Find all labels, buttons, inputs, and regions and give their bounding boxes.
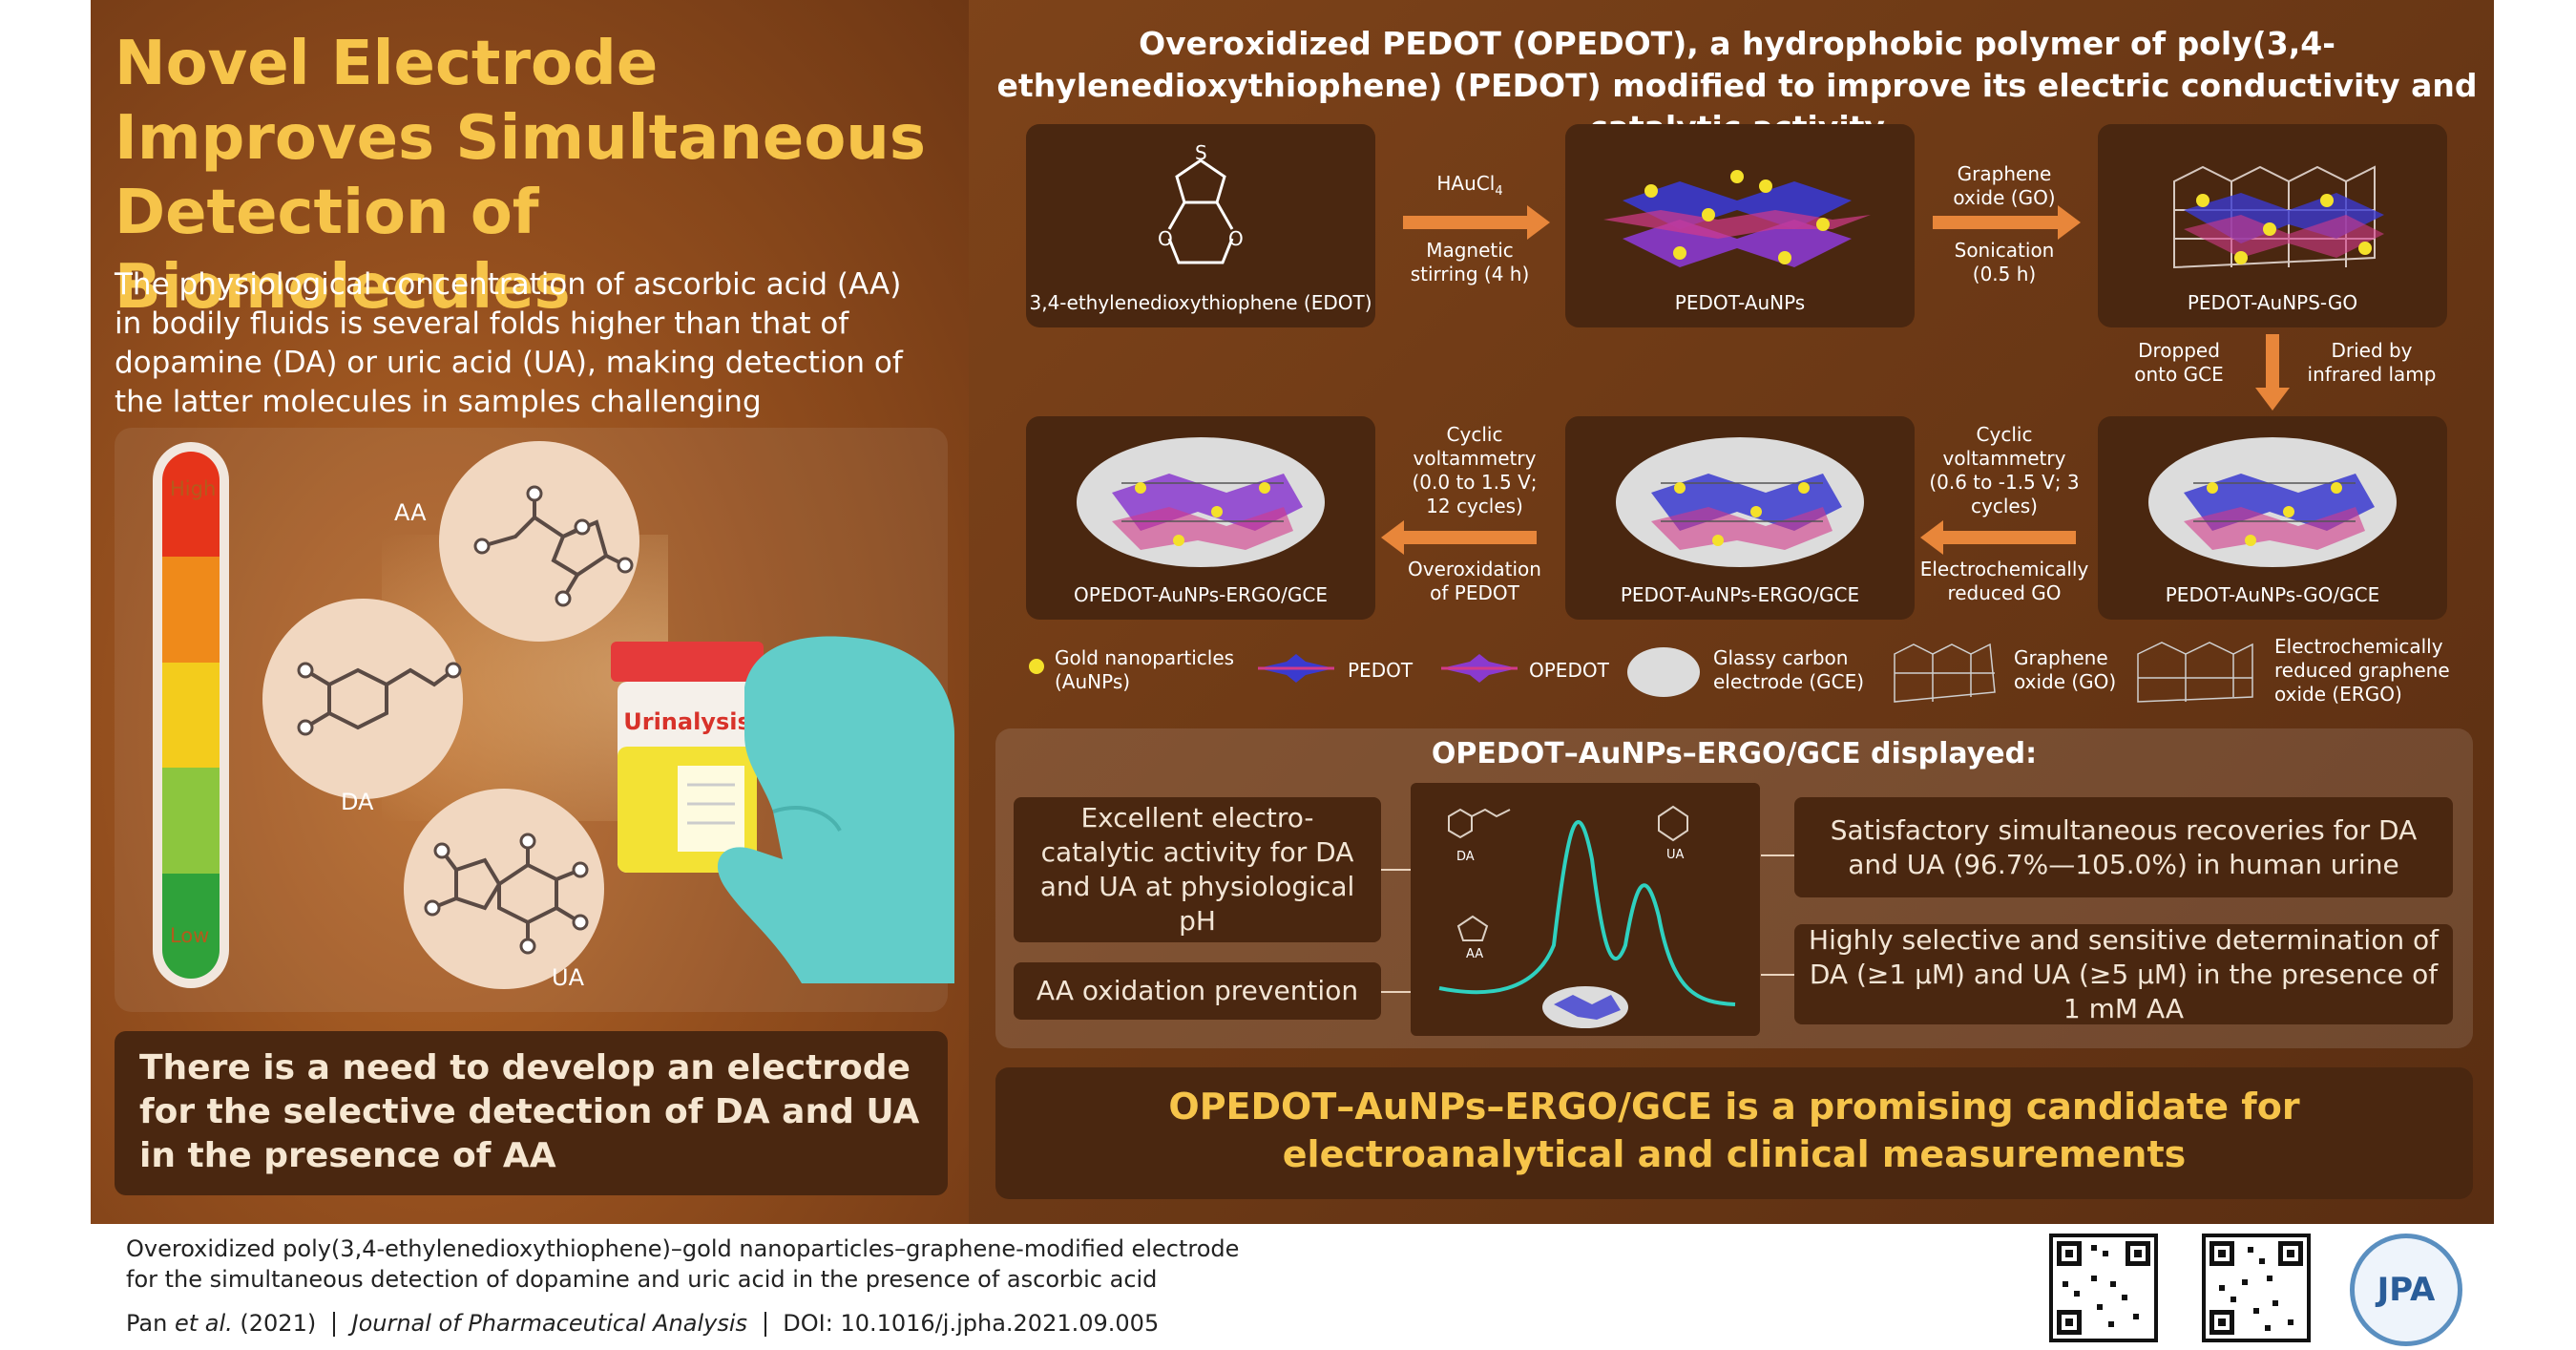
condition-ergo: Electrochemically reduced GO	[1919, 558, 2089, 604]
condition-dried: Dried by infrared lamp	[2307, 339, 2437, 386]
arrowhead-1	[1527, 205, 1550, 240]
condition-cv2: Cyclic voltammetry (0.0 to 1.5 V; 12 cyc…	[1412, 423, 1538, 517]
da-label: DA	[341, 789, 374, 815]
conclusion: OPEDOT–AuNPs–ERGO/GCE is a promising can…	[995, 1067, 2473, 1199]
legend-opedot: OPEDOT	[1529, 659, 1609, 682]
arrow-1	[1403, 216, 1532, 229]
scale-high-label: High	[170, 477, 217, 500]
pedot-icon	[1258, 654, 1334, 683]
ua-molecule	[404, 789, 604, 989]
arrow-2	[1933, 216, 2062, 229]
aa-label: AA	[394, 499, 427, 526]
citation-title: Overoxidized poly(3,4-ethylenedioxythiop…	[126, 1234, 1367, 1295]
step-pedot-aunps-go: PEDOT-AuNPS-GO	[2098, 124, 2447, 327]
gloved-hand	[668, 573, 954, 983]
property-selectivity: Highly selective and sensitive determina…	[1794, 924, 2453, 1024]
citation-journal: Journal of Pharmaceutical Analysis	[351, 1310, 748, 1337]
citation-authors: Pan	[126, 1310, 168, 1337]
citation-doi[interactable]: DOI: 10.1016/j.jpha.2021.09.005	[783, 1310, 1160, 1337]
gce-icon	[1627, 647, 1700, 697]
gold-np-icon	[1029, 659, 1044, 674]
legend-pedot: PEDOT	[1348, 659, 1414, 682]
condition-go: Graphene oxide (GO)	[1953, 162, 2056, 209]
arrowhead-down	[2255, 388, 2290, 411]
main-title: Novel Electrode Improves Simultaneous De…	[115, 29, 926, 323]
intro-text: The physiological concentration of ascor…	[115, 267, 903, 419]
step-pedot-aunps-go-label: PEDOT-AuNPS-GO	[2187, 291, 2358, 314]
scale-low-label: Low	[170, 924, 210, 947]
condition-haucl4: HAuCl4	[1436, 172, 1503, 199]
separator	[764, 1312, 766, 1337]
go-icon	[1885, 635, 2004, 711]
step-pedot-go-gce-label: PEDOT-AuNPs-GO/GCE	[2165, 583, 2380, 606]
condition-sonication: Sonication (0.5 h)	[1954, 239, 2055, 285]
condition-cv1: Cyclic voltammetry (0.6 to -1.5 V; 3 cyc…	[1929, 423, 2080, 517]
citation-year: (2021)	[240, 1310, 317, 1337]
step-edot-label: 3,4-ethylenedioxythiophene (EDOT)	[1029, 291, 1372, 314]
right-title: Overoxidized PEDOT (OPEDOT), a hydrophob…	[996, 25, 2478, 146]
opedot-icon	[1441, 654, 1518, 683]
aa-molecule	[439, 441, 639, 642]
legend-gce: Glassy carbon electrode (GCE)	[1713, 646, 1865, 693]
displayed-title: OPEDOT–AuNPs–ERGO/GCE displayed:	[1431, 737, 2038, 770]
ergo-icon	[2128, 635, 2262, 711]
citation-line-2: for the simultaneous detection of dopami…	[126, 1266, 1158, 1293]
step-pedot-aunps-go-gce: PEDOT-AuNPs-GO/GCE	[2098, 416, 2447, 620]
arrow-3	[1942, 531, 2076, 544]
arrow-down	[2266, 334, 2279, 391]
arrowhead-4	[1381, 520, 1404, 555]
property-recoveries: Satisfactory simultaneous recoveries for…	[1794, 797, 2453, 897]
arrow-4	[1403, 531, 1537, 544]
citation-etal: et al.	[174, 1310, 233, 1337]
legend-ergo: Electrochemically reduced graphene oxide…	[2274, 635, 2450, 706]
edot-o-atom-right: O	[1228, 227, 1244, 250]
condition-overox: Overoxidation of PEDOT	[1408, 558, 1541, 604]
step-pedot-aunps-ergo-gce: PEDOT-AuNPs-ERGO/GCE	[1565, 416, 1915, 620]
property-aa-prevention: AA oxidation prevention	[1014, 962, 1381, 1020]
da-molecule	[262, 599, 463, 799]
citation-meta: Pan et al. (2021) Journal of Pharmaceuti…	[126, 1310, 1159, 1337]
graph-aa-label: AA	[1466, 947, 1484, 961]
step-pedot-aunps: PEDOT-AuNPs	[1565, 124, 1915, 327]
property-catalytic: Excellent electro-catalytic activity for…	[1014, 797, 1381, 942]
step-edot: S O O 3,4-ethylenedioxythiophene (EDOT)	[1026, 124, 1375, 327]
need-statement: There is a need to develop an electrode …	[115, 1031, 948, 1195]
connector-2	[1381, 991, 1412, 993]
urinalysis-label: Urinalysis	[623, 708, 751, 735]
graph-da-label: DA	[1456, 850, 1475, 864]
edot-s-atom: S	[1195, 141, 1207, 164]
step-pedot-ergo-label: PEDOT-AuNPs-ERGO/GCE	[1620, 583, 1860, 606]
connector-4	[1761, 974, 1794, 976]
edot-o-atom-left: O	[1158, 227, 1173, 250]
condition-dropped: Dropped onto GCE	[2134, 339, 2224, 386]
journal-seal-logo: JPA	[2350, 1234, 2462, 1346]
connector-3	[1761, 854, 1794, 856]
urinalysis-cup: Urinalysis	[606, 642, 768, 880]
condition-magnetic: Magnetic stirring (4 h)	[1410, 239, 1530, 285]
qr-code-1[interactable]	[2049, 1234, 2158, 1342]
voltammogram-graphic: DA UA AA	[1411, 783, 1760, 1036]
step-pedot-aunps-label: PEDOT-AuNPs	[1674, 291, 1806, 314]
legend-gold: Gold nanoparticles (AuNPs)	[1055, 646, 1235, 693]
arrowhead-2	[2058, 205, 2081, 240]
connector-1	[1381, 869, 1412, 871]
citation-line-1: Overoxidized poly(3,4-ethylenedioxythiop…	[126, 1235, 1240, 1262]
step-opedot-label: OPEDOT-AuNPs-ERGO/GCE	[1073, 583, 1328, 606]
separator	[332, 1312, 335, 1337]
qr-code-2[interactable]	[2202, 1234, 2311, 1342]
legend-go: Graphene oxide (GO)	[2014, 646, 2117, 693]
concentration-scale	[153, 442, 229, 988]
ua-label: UA	[552, 964, 584, 991]
step-opedot-aunps-ergo-gce: OPEDOT-AuNPs-ERGO/GCE	[1026, 416, 1375, 620]
graph-ua-label: UA	[1666, 848, 1685, 862]
arrowhead-3	[1920, 520, 1943, 555]
